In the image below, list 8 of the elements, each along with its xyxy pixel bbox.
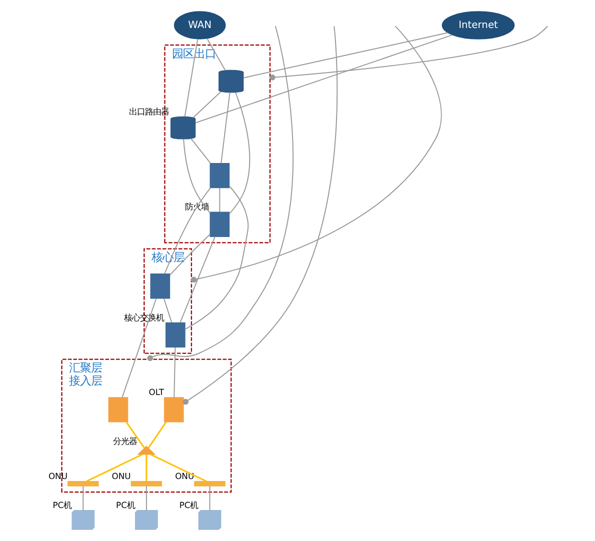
node-label: PC机 [178,500,198,510]
node-label: ONU [111,470,130,481]
node-label: OLT [148,387,164,398]
node-label: ONU [48,470,67,481]
node-label: PC机 [52,500,72,510]
node-label: ONU [174,470,194,481]
node-label: 分光器 [112,436,137,446]
node-label: PC机 [116,500,134,510]
